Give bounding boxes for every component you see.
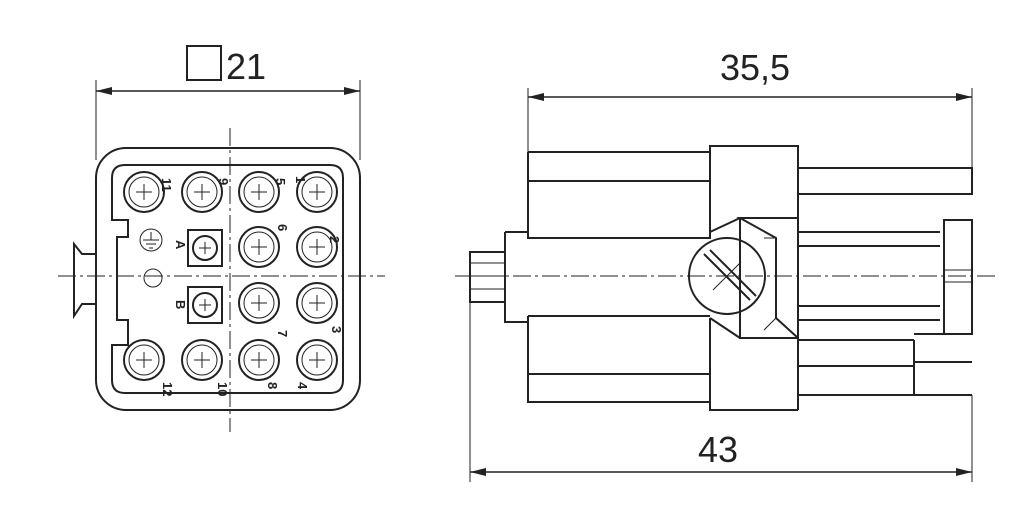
contact-5: 5 [238, 171, 288, 213]
contact-3: 3 [296, 282, 344, 333]
pin-label: A [173, 240, 188, 250]
coding-hole [143, 268, 163, 288]
square-symbol [186, 45, 222, 81]
contact-A: A [173, 235, 218, 261]
contact-12: 12 [123, 339, 175, 396]
contact-9: 9 [181, 171, 231, 213]
pin-label: 4 [295, 382, 310, 390]
contact-10: 10 [181, 339, 230, 396]
contact-tail [469, 251, 506, 303]
ground-symbol [139, 228, 163, 252]
latch-lug [73, 241, 96, 320]
pin-label: 8 [265, 382, 280, 389]
end-flange [943, 219, 973, 335]
side-upper-body [528, 145, 973, 195]
side-view: 35,5 43 [455, 47, 995, 482]
front-housing-outline [95, 147, 361, 411]
screw-icon [688, 237, 766, 315]
pin-label: B [173, 300, 188, 309]
screw-recess [736, 217, 799, 341]
dimension-length-top: 35,5 [720, 47, 790, 88]
contact-a-frame [187, 229, 223, 267]
dimension-length-bottom: 43 [698, 429, 738, 470]
contact-2: 2 [296, 226, 342, 268]
pin-label: 6 [275, 224, 290, 231]
contact-B: B [173, 292, 218, 318]
contact-6: 6 [238, 224, 290, 268]
contact-8: 8 [238, 339, 280, 389]
contact-7: 7 [238, 282, 290, 337]
pin-label: 11 [159, 178, 174, 192]
pin-label: 12 [160, 382, 175, 396]
contact-11: 11 [123, 171, 174, 213]
pin-label: 3 [329, 326, 344, 333]
pin-label: 9 [216, 178, 231, 185]
contact-4: 4 [295, 339, 338, 390]
pin-label: 10 [215, 382, 230, 396]
side-lower-body [527, 316, 798, 411]
pin-label: 1 [293, 176, 308, 183]
contact-b-frame [187, 286, 223, 324]
pin-label: 7 [275, 330, 290, 337]
pin-label: 2 [327, 236, 342, 243]
contact-1: 1 [293, 171, 338, 213]
pin-label: 5 [273, 178, 288, 185]
dimension-width: 21 [226, 46, 266, 87]
